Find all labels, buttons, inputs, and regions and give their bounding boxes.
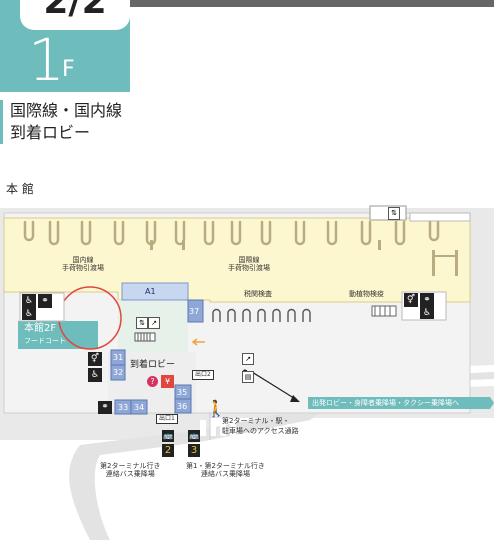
bus-stop-3-line2: 連絡バス乗降場 — [200, 470, 250, 479]
gate-37[interactable]: 37 — [189, 307, 200, 316]
gate-31[interactable]: 31 — [113, 353, 124, 362]
customs-booths — [212, 308, 311, 322]
restroom-icon: ⚥ — [88, 352, 102, 366]
nursing-room-icon: ⚭ — [38, 294, 52, 308]
restroom-icon: ♿ — [22, 294, 36, 308]
page-indicator: 2/2 — [43, 0, 107, 22]
gate-35[interactable]: 35 — [177, 388, 188, 397]
quarantine-label: 動植物検疫 — [349, 290, 384, 298]
intl-baggage-title: 国際線 — [238, 256, 260, 264]
gate-a1[interactable]: A1 — [145, 287, 156, 296]
exit-1[interactable]: 出口1 — [156, 414, 178, 424]
page-indicator-box — [20, 0, 130, 30]
wheelchair-icon: ♿ — [22, 308, 36, 320]
departure-banner[interactable]: 出発ロビー・身障者乗降場・タクシー乗降場へ — [312, 399, 459, 407]
floor-title-line2: 到着ロビー — [10, 123, 91, 142]
food-court-title[interactable]: 本館2F — [24, 323, 57, 334]
bus-stop-2-number[interactable]: 2 — [162, 444, 174, 457]
bus-stop-3-icon[interactable]: 🚌 — [188, 430, 200, 442]
floor-badge: 2/2 1 F — [0, 0, 130, 92]
floor-letter: F — [62, 57, 75, 82]
floor-number: 1 — [28, 26, 65, 94]
intl-baggage-claim: 国際線 手荷物引渡場 — [228, 256, 270, 272]
arrow-left — [191, 338, 205, 346]
food-court-sub[interactable]: フードコート — [24, 337, 66, 345]
top-bar — [0, 0, 494, 7]
elevator-icon: ⇅ — [388, 207, 400, 220]
floor-title-line1: 国際線・国内線 — [10, 101, 123, 120]
arrival-lobby-label: 到着ロビー — [130, 360, 176, 370]
bus-stop-2-label: 第2ターミナル行き 連絡バス乗降場 — [100, 462, 160, 478]
building-label: 本 館 — [6, 182, 34, 196]
elevator-icon: ⇅ — [136, 317, 148, 329]
intl-baggage-sub: 手荷物引渡場 — [228, 264, 270, 273]
bus-stop-3-line1: 第1・第2ターミナル行き — [186, 462, 265, 470]
bus-stop-3-label: 第1・第2ターミナル行き 連絡バス乗降場 — [186, 462, 265, 478]
exit-2[interactable]: 出口2 — [192, 370, 214, 380]
bus-stop-2-line2: 連絡バス乗降場 — [105, 470, 155, 479]
domestic-baggage-sub: 手荷物引渡場 — [62, 264, 104, 273]
escalator-icon: ↗ — [242, 353, 254, 365]
pedestrian-icon: 🚶 — [206, 399, 226, 418]
access-route-label: 第2ターミナル・駅・ 駐車場へのアクセス通路 — [222, 416, 299, 436]
gate-36[interactable]: 36 — [177, 402, 188, 411]
bus-stop-3-number[interactable]: 3 — [188, 444, 200, 457]
access-route-line2: 駐車場へのアクセス通路 — [222, 427, 299, 435]
nursing-room-icon: ⚭ — [98, 401, 112, 414]
info-icon: ? — [147, 376, 158, 387]
bus-stop-2-icon[interactable]: 🚌 — [162, 430, 174, 442]
currency-exchange-icon: ¥ — [161, 375, 174, 388]
customs-label: 税関検査 — [244, 290, 272, 298]
locker-icon: ▤ — [242, 371, 254, 383]
wheelchair-icon: ♿ — [420, 307, 434, 319]
restroom-icon: ⚥ — [404, 293, 418, 307]
gate-32[interactable]: 32 — [113, 368, 124, 377]
gate-34[interactable]: 34 — [134, 403, 145, 412]
wheelchair-icon: ♿ — [88, 368, 102, 382]
bus-stop-2-line1: 第2ターミナル行き — [100, 462, 161, 470]
access-route-line1: 第2ターミナル・駅・ — [222, 417, 290, 425]
domestic-baggage-claim: 国内線 手荷物引渡場 — [62, 256, 104, 272]
gate-33[interactable]: 33 — [118, 403, 129, 412]
crosswalk — [200, 420, 236, 436]
escalator-icon: ↗ — [148, 317, 160, 329]
nursing-room-icon: ⚭ — [420, 293, 434, 307]
domestic-baggage-title: 国内線 — [72, 256, 94, 264]
floor-title-rule — [0, 100, 3, 144]
